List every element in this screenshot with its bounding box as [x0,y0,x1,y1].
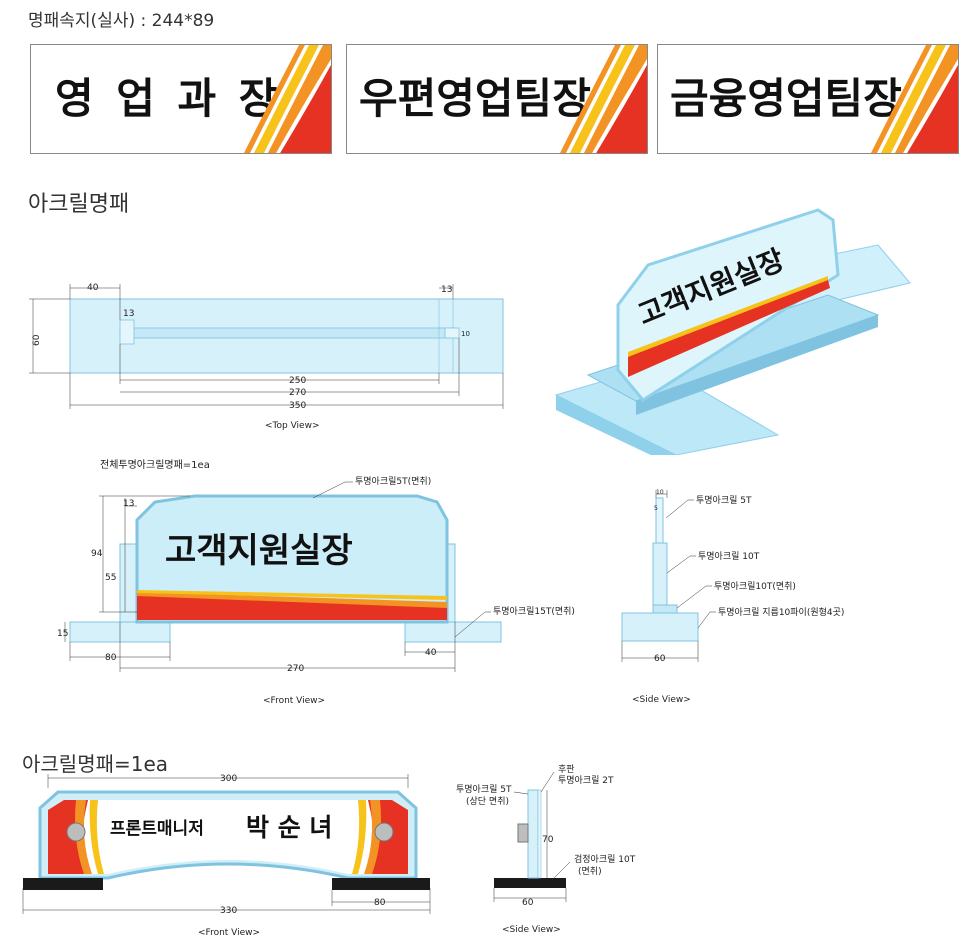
dim-250: 250 [289,376,306,386]
front-view-note: 전체투명아크릴명패=1ea [100,460,210,471]
plate-stripe-graphic [560,45,647,153]
dim-94: 94 [91,549,103,559]
callout-back-plate: 후판 [558,764,575,775]
front-view-label: <Front View> [263,696,325,706]
plate-label: 영 업 과 장 [55,74,282,123]
callout-acrylic-pins: 투명아크릴 지름10파이(원형4곳) [718,607,844,618]
dim-70: 70 [542,835,554,845]
plate-stripe-graphic [871,45,958,153]
front-view-drawing: 고객지원실장 13 94 55 15 80 270 40 투명아크릴5T(면취)… [57,476,575,706]
callout-base-acrylic: 투명아크릴15T(면취) [493,606,575,617]
callout-top-acrylic: 투명아크릴5T(면취) [355,476,431,487]
callout-black-acrylic: 검정아크릴 10T [574,853,636,865]
callout-acrylic-2t: 투명아크릴 2T [558,775,614,786]
nameplate-finance-team-leader: 금융영업팀장 [657,44,959,154]
plate-label: 금융영업팀장 [670,74,902,123]
nameplate-sales-manager: 영 업 과 장 [30,44,332,154]
dim-300: 300 [220,774,237,784]
dim-15: 15 [57,629,68,639]
front2-view-label: <Front View> [198,928,260,938]
dim-80: 80 [374,898,386,908]
dim-13-left: 13 [123,309,134,319]
callout-acrylic-5t: 투명아크릴 5T [456,784,512,795]
section-title-acrylic-ea: 아크릴명패=1ea [22,752,169,776]
dim-270: 270 [289,388,306,398]
dim-60: 60 [32,334,42,346]
side-view-label: <Side View> [632,695,691,705]
dim-60: 60 [654,654,666,664]
dim-10: 10 [461,330,470,338]
dim-13-right: 13 [441,285,452,295]
isometric-view-drawing: 고객지원실장 [554,208,911,455]
dim-40: 40 [87,283,99,293]
callout-acrylic-5t: 투명아크릴 5T [696,495,752,506]
dim-10: 10 [656,489,664,496]
dim-13: 13 [123,499,134,509]
dim-5: 5 [654,505,658,512]
front2-role: 프론트매니저 [110,819,204,839]
side-view-drawing: 10 5 60 투명아크릴 5T 투명아크릴 10T 투명아크릴10T(면취) … [621,489,844,705]
dim-80: 80 [105,653,117,663]
dim-60: 60 [522,898,534,908]
callout-top-chamfer: (상단 면취) [466,796,509,807]
dim-55: 55 [105,573,116,583]
dim-330: 330 [220,906,237,916]
side-view-2-drawing: 투명아크릴 5T (상단 면취) 후판 투명아크릴 2T 검정아크릴 10T (… [456,764,636,935]
section-title-acrylic: 아크릴명패 [28,192,130,217]
top-view-label: <Top View> [265,421,320,431]
front2-name: 박 순 녀 [246,813,332,842]
dim-350: 350 [289,401,306,411]
plate-stripe-graphic [244,45,331,153]
dim-270: 270 [287,664,304,674]
spec-title: 명패속지(실사) : 244*89 [28,11,215,31]
callout-acrylic-10t: 투명아크릴 10T [698,551,760,562]
dim-40: 40 [425,648,437,658]
side2-view-label: <Side View> [502,925,561,935]
front-view-2-drawing: 프론트매니저 박 순 녀 300 330 80 <Front View> [22,774,431,938]
plate-label: 우편영업팀장 [359,74,591,123]
top-view-drawing: 40 60 13 13 10 250 270 350 <Top View> [29,283,504,431]
front-plate-name: 고객지원실장 [165,531,353,571]
callout-acrylic-10t-chamfer: 투명아크릴10T(면취) [714,581,796,592]
nameplate-postal-team-leader: 우편영업팀장 [346,44,648,154]
callout-chamfer: (면취) [578,866,602,877]
